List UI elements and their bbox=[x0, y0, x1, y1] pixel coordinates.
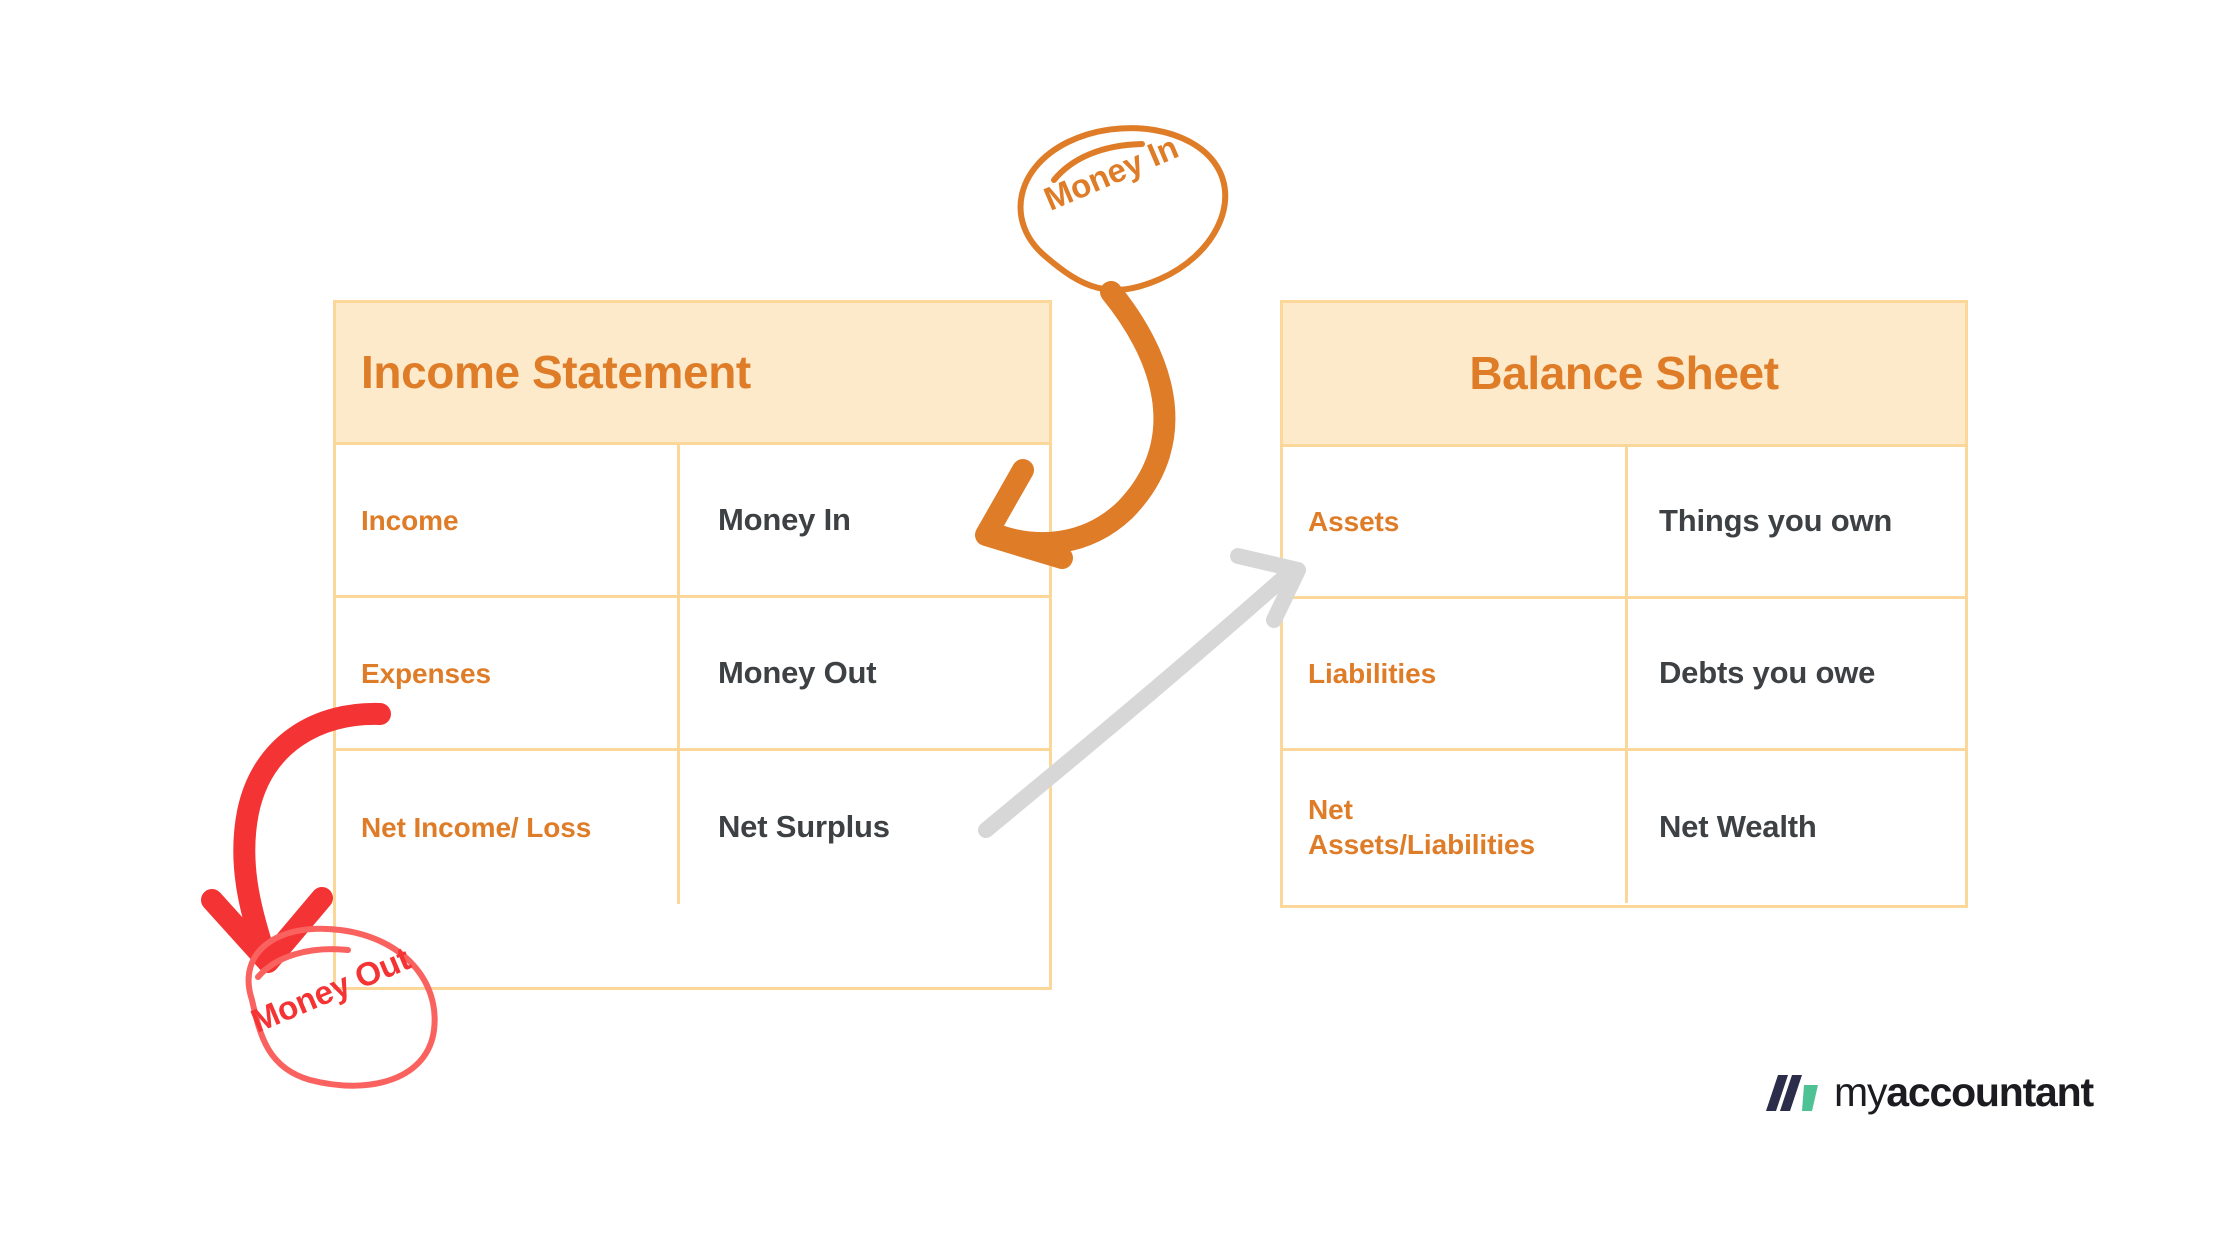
balance-sheet-header: Balance Sheet bbox=[1283, 303, 1965, 447]
balance-sheet-table: Balance Sheet Assets Things you own Liab… bbox=[1280, 300, 1968, 908]
brand-name-bold: accountant bbox=[1886, 1069, 2094, 1115]
row-value: Net Wealth bbox=[1659, 808, 1817, 844]
income-statement-row-0-value-cell: Money In bbox=[680, 445, 1049, 595]
brand-logo: myaccountant bbox=[1766, 1069, 2094, 1115]
brand-name-light: my bbox=[1834, 1069, 1887, 1115]
income-statement-row-1-label-cell: Expenses bbox=[336, 598, 680, 748]
row-value: Debts you owe bbox=[1659, 655, 1876, 691]
income-statement-table: Income Statement Income Money In Expense… bbox=[333, 300, 1052, 990]
balance-sheet-row-0-value-cell: Things you own bbox=[1628, 447, 1965, 596]
balance-sheet-row-1-label-cell: Liabilities bbox=[1283, 599, 1628, 748]
brand-wordmark: myaccountant bbox=[1834, 1069, 2094, 1115]
balance-sheet-row-2-label-cell: Net Assets/Liabilities bbox=[1283, 751, 1628, 903]
row-value: Things you own bbox=[1659, 503, 1893, 539]
row-label: Liabilities bbox=[1308, 658, 1437, 689]
row-label: Net Assets/Liabilities bbox=[1308, 794, 1535, 860]
money-in-label: Money In bbox=[1038, 128, 1184, 218]
income-statement-header: Income Statement bbox=[336, 303, 1049, 445]
row-label: Expenses bbox=[361, 657, 491, 689]
balance-sheet-title: Balance Sheet bbox=[1469, 347, 1779, 400]
balance-sheet-row-1-value-cell: Debts you owe bbox=[1628, 599, 1965, 748]
table-row: Liabilities Debts you owe bbox=[1283, 599, 1965, 751]
income-statement-row-2-label-cell: Net Income/ Loss bbox=[336, 751, 680, 904]
row-value: Net Surplus bbox=[718, 809, 890, 845]
table-row: Income Money In bbox=[336, 445, 1049, 598]
balance-sheet-row-2-value-cell: Net Wealth bbox=[1628, 751, 1965, 903]
row-value: Money Out bbox=[718, 654, 877, 690]
income-statement-title: Income Statement bbox=[361, 346, 751, 399]
income-statement-row-2-value-cell: Net Surplus bbox=[680, 751, 1049, 904]
table-row: Net Assets/Liabilities Net Wealth bbox=[1283, 751, 1965, 903]
table-row: Assets Things you own bbox=[1283, 447, 1965, 599]
balance-sheet-row-0-label-cell: Assets bbox=[1283, 447, 1628, 596]
income-statement-row-0-label-cell: Income bbox=[336, 445, 680, 595]
row-label: Income bbox=[361, 504, 459, 536]
table-row: Net Income/ Loss Net Surplus bbox=[336, 751, 1049, 904]
row-label: Net Income/ Loss bbox=[361, 812, 592, 843]
income-statement-row-1-value-cell: Money Out bbox=[680, 598, 1049, 748]
row-value: Money In bbox=[718, 501, 851, 537]
table-row: Expenses Money Out bbox=[336, 598, 1049, 751]
myaccountant-logo-mark-icon bbox=[1766, 1074, 1818, 1111]
money-out-label: Money Out bbox=[245, 939, 416, 1040]
row-label: Assets bbox=[1308, 506, 1400, 537]
